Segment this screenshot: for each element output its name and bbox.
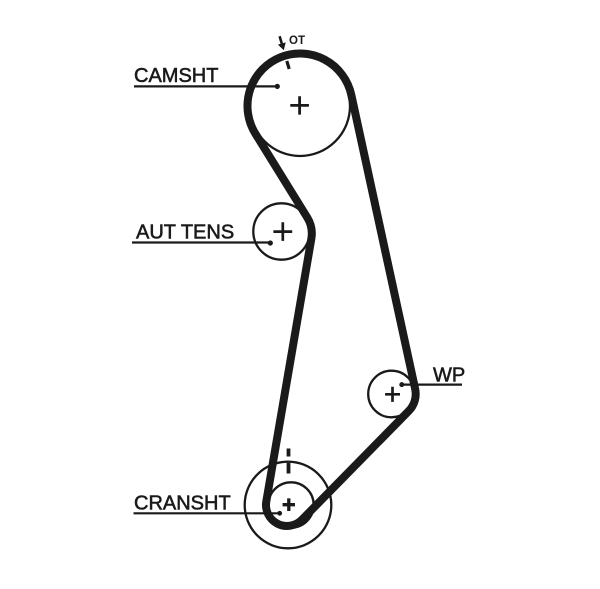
svg-text:WP: WP — [433, 365, 465, 387]
svg-text:CRANSHT: CRANSHT — [134, 493, 231, 515]
svg-text:AUT TENS: AUT TENS — [136, 222, 234, 244]
svg-text:OT: OT — [289, 35, 305, 47]
svg-text:CAMSHT: CAMSHT — [134, 65, 218, 87]
